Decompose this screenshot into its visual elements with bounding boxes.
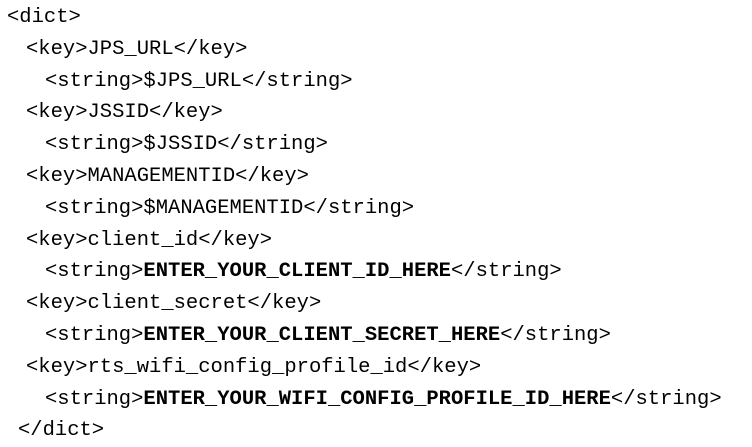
- code-text: </string>: [610, 387, 722, 411]
- code-text: <string>$MANAGEMENTID</string>: [45, 196, 415, 220]
- code-text: <key>rts_wifi_config_profile_id</key>: [26, 355, 482, 379]
- code-text: <string>$JPS_URL</string>: [45, 69, 353, 93]
- code-line: <key>JSSID</key>: [7, 97, 752, 129]
- code-line: </dict>: [7, 415, 752, 447]
- code-text: <string>: [45, 323, 144, 347]
- code-line: <string>$JPS_URL</string>: [7, 66, 752, 98]
- placeholder-value-text: ENTER_YOUR_CLIENT_ID_HERE: [143, 260, 451, 284]
- code-line: <key>rts_wifi_config_profile_id</key>: [7, 352, 752, 384]
- placeholder-value-text: ENTER_YOUR_WIFI_CONFIG_PROFILE_ID_HERE: [143, 387, 611, 411]
- code-text: <key>MANAGEMENTID</key>: [26, 164, 309, 188]
- code-line: <string>ENTER_YOUR_CLIENT_ID_HERE</strin…: [7, 256, 752, 288]
- code-text: <key>client_id</key>: [26, 228, 273, 252]
- code-line: <dict>: [7, 2, 752, 34]
- code-text: <dict>: [7, 6, 81, 29]
- code-text: <string>: [45, 387, 144, 411]
- code-text: <key>JSSID</key>: [26, 101, 223, 125]
- code-text: <key>JPS_URL</key>: [26, 37, 248, 61]
- code-text: </string>: [450, 260, 562, 284]
- code-text: <string>: [45, 260, 144, 284]
- code-line: <key>MANAGEMENTID</key>: [7, 161, 752, 193]
- code-text: <key>client_secret</key>: [26, 292, 322, 316]
- code-line: <string>$MANAGEMENTID</string>: [7, 193, 752, 225]
- code-line: <key>JPS_URL</key>: [7, 34, 752, 66]
- code-line: <key>client_secret</key>: [7, 288, 752, 320]
- code-line: <string>$JSSID</string>: [7, 129, 752, 161]
- code-line: <string>ENTER_YOUR_WIFI_CONFIG_PROFILE_I…: [7, 384, 752, 416]
- code-line: <key>client_id</key>: [7, 225, 752, 257]
- code-line: <string>ENTER_YOUR_CLIENT_SECRET_HERE</s…: [7, 320, 752, 352]
- placeholder-value-text: ENTER_YOUR_CLIENT_SECRET_HERE: [143, 323, 501, 347]
- code-text: </string>: [500, 323, 611, 347]
- code-text: </dict>: [18, 419, 105, 443]
- code-text: <string>$JSSID</string>: [45, 133, 328, 157]
